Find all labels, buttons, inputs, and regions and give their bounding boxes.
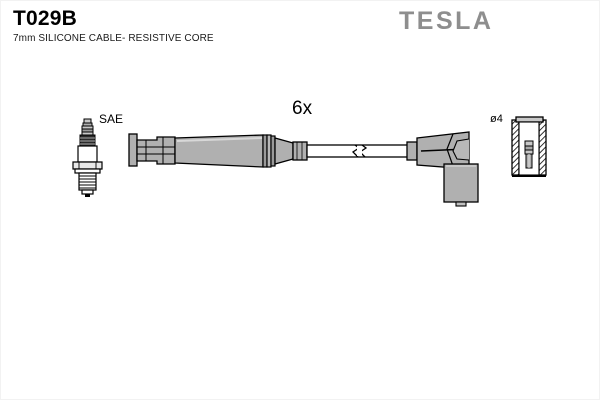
- part-description: 7mm SILICONE CABLE- RESISTIVE CORE: [13, 33, 214, 44]
- plug-boot-left: [128, 133, 308, 168]
- diameter-label: ø4: [490, 113, 503, 125]
- coil-terminal-socket: [511, 116, 547, 177]
- brand-logo: TESLA: [399, 7, 494, 35]
- cable-break-symbol: [351, 144, 368, 158]
- spark-plug-sae: [72, 118, 103, 197]
- ignition-cable: [306, 144, 411, 158]
- right-angle-connector: [406, 131, 479, 207]
- quantity-label: 6x: [292, 98, 313, 119]
- sae-label: SAE: [99, 112, 124, 126]
- page-title: T029B: [13, 7, 78, 30]
